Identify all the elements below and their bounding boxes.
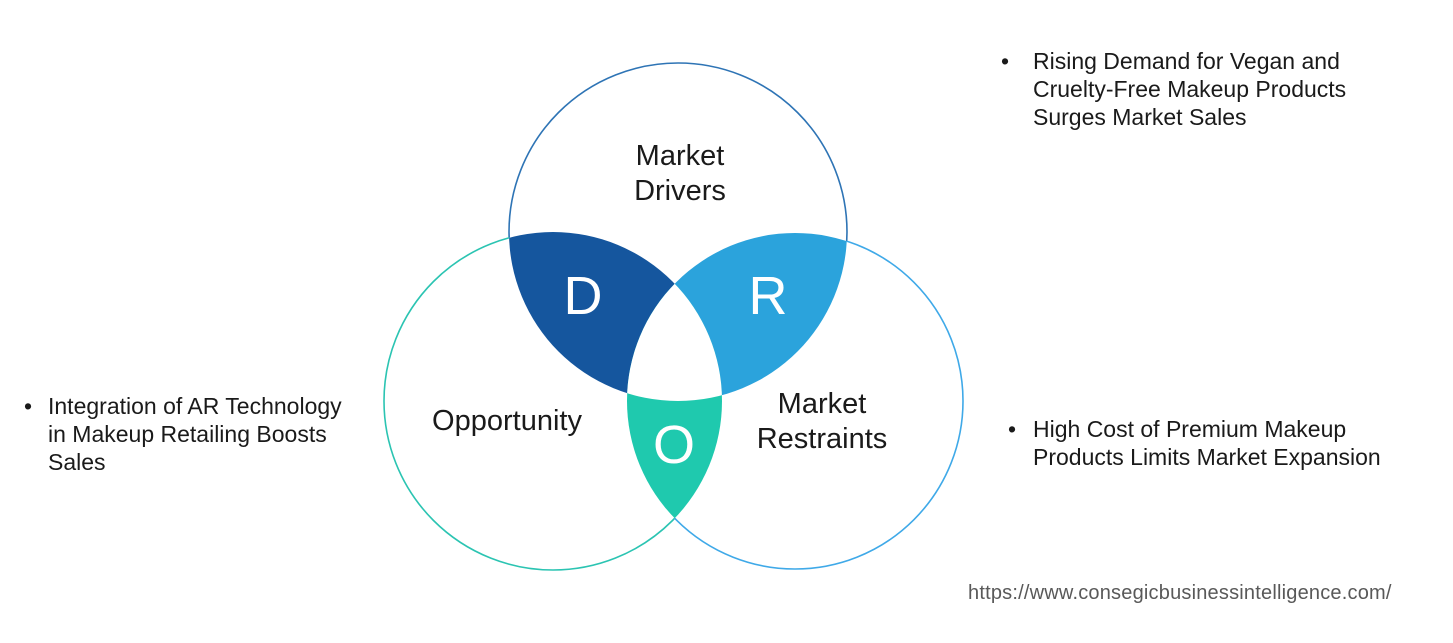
bullet-marker: • [1001, 48, 1010, 74]
bullet-marker: • [1008, 416, 1017, 442]
restraints-intersection-letter: R [749, 266, 788, 326]
opportunity-circle-outline [383, 231, 723, 571]
restraints-note: • High Cost of Premium Makeup Products L… [1008, 415, 1381, 471]
source-url: https://www.consegicbusinessintelligence… [968, 582, 1392, 604]
opportunity-intersection-letter: O [653, 415, 695, 475]
restraints-circle-label: Market Restraints [756, 388, 888, 455]
drivers-circle-label: Market Drivers [634, 140, 726, 207]
opportunity-circle-label: Opportunity [432, 405, 582, 437]
drivers-opportunity-lens [509, 232, 722, 401]
restraints-lens-fill [627, 233, 847, 401]
bullet-marker: • [24, 393, 33, 419]
restraints-note-text: High Cost of Premium Makeup Products Lim… [1033, 416, 1381, 470]
drivers-restraints-lens [627, 233, 847, 401]
opportunity-note: • Integration of AR Technology in Makeup… [24, 392, 342, 476]
restraints-circle-outline [626, 232, 964, 570]
drivers-note-text: Rising Demand for Vegan and Cruelty-Free… [1033, 48, 1347, 130]
drivers-lens-fill [509, 232, 722, 401]
drivers-circle-outline [508, 62, 848, 402]
drivers-intersection-letter: D [564, 266, 603, 326]
opportunity-note-text: Integration of AR Technology in Makeup R… [48, 393, 342, 475]
drivers-note: • Rising Demand for Vegan and Cruelty-Fr… [1001, 47, 1346, 131]
